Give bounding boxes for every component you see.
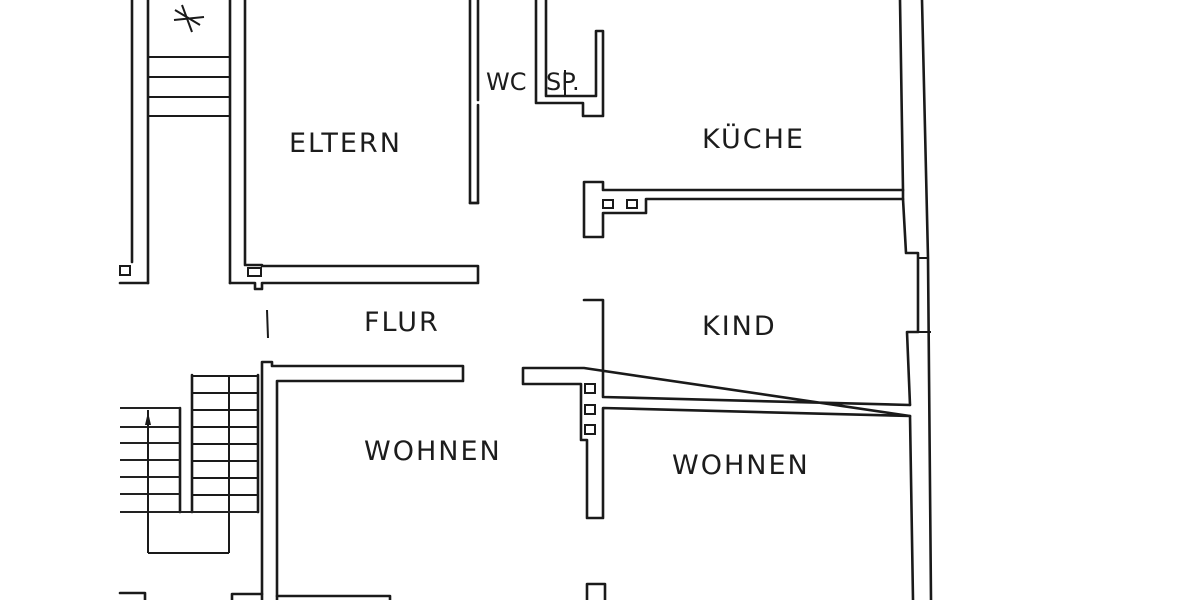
central-wall [521, 298, 912, 600]
room-label-wohnen-left: WOHNEN [364, 436, 502, 467]
eltern-walls [228, 0, 480, 291]
room-label-wohnen-right: WOHNEN [672, 450, 810, 481]
wc-sp-walls [534, 0, 605, 118]
kueche-kind-wall [582, 180, 905, 239]
room-label-eltern: ELTERN [289, 128, 402, 159]
exterior-right-wall [898, 0, 933, 600]
fan-symbol-icon [173, 4, 205, 33]
room-label-sp: SP. [546, 68, 580, 96]
room-label-kueche: KÜCHE [702, 124, 805, 155]
room-label-kind: KIND [702, 311, 777, 342]
stair-arrow-icon [145, 412, 151, 425]
room-label-flur: FLUR [364, 307, 440, 338]
room-label-wc: WC [486, 68, 527, 96]
stairwell-bottom [118, 373, 260, 600]
stairwell-top [118, 0, 232, 285]
wohnen-left-walls [230, 309, 465, 600]
